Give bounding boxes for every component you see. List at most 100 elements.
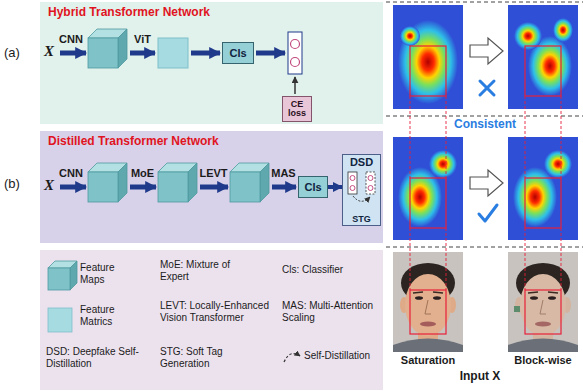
output-vector (291, 40, 300, 49)
separator-line (386, 247, 583, 248)
label-slot: Saturation (393, 354, 463, 367)
dashed-guide (525, 96, 526, 178)
label-slot: CNN (56, 33, 86, 46)
label-slot: MoE (127, 167, 158, 180)
face-photo (508, 339, 578, 353)
stage-name: LEVT (197, 167, 230, 180)
face-photo (530, 296, 538, 300)
feature-map-cube (118, 163, 127, 202)
dashed-guide (446, 96, 447, 178)
soft-tag-vectors (348, 172, 357, 194)
heatmap (508, 137, 578, 240)
panel-title: Distilled Transformer Network (48, 135, 219, 149)
classifier-box: Cls (298, 176, 328, 198)
panel-title: Hybrid Transformer Network (48, 6, 210, 20)
cross-mark (480, 81, 494, 95)
loss-arrow (295, 77, 296, 94)
feature-map-cube (230, 172, 260, 202)
region-box (410, 178, 446, 228)
legend-icon (48, 268, 70, 290)
heatmap (393, 5, 463, 109)
label-slot: MAS (269, 167, 298, 180)
soft-tag-vectors (350, 176, 355, 181)
cross-mark (480, 81, 494, 95)
heatmap (513, 167, 557, 227)
label-slot: X (44, 177, 54, 194)
output-vector (291, 58, 300, 67)
dashed-guide (410, 96, 561, 290)
network-panel: ClsDSDSTGDistilled Transformer Network (40, 131, 383, 243)
box-sublabel: STG (352, 214, 371, 224)
box-label: Cls (304, 181, 321, 194)
box-label: CE loss (283, 100, 311, 119)
output-vector (288, 32, 302, 74)
region-box (525, 178, 561, 228)
panel-letter: (b) (4, 177, 20, 192)
soft-tag-vectors (353, 196, 370, 201)
separator-line (386, 116, 583, 117)
feature-map-cube (88, 38, 118, 68)
face-photo (393, 252, 463, 352)
face-photo (548, 296, 556, 300)
stage-name: CNN (56, 33, 86, 46)
flow-arrow (60, 51, 86, 56)
heatmap (393, 137, 463, 240)
face-photo (420, 322, 436, 327)
abbreviation-note: MAS: Multi-Attention Scaling (282, 300, 380, 323)
flow-arrow (200, 185, 228, 190)
input-symbol: X (44, 177, 54, 194)
legend-icon (48, 308, 72, 332)
flow-arrow (272, 185, 296, 190)
label-slot: Block-wise (508, 354, 578, 367)
label-slot: STG: Soft Tag Generation (160, 346, 256, 369)
region-box (410, 46, 561, 334)
stage-name: MoE (127, 167, 158, 180)
legend-icon (284, 354, 300, 362)
heatmap (553, 18, 573, 42)
loss-box: CE loss (282, 96, 312, 122)
feature-map-cube (88, 163, 269, 202)
abbreviation-note: MoE: Mixture of Expert (160, 259, 234, 282)
input-symbol: X (44, 43, 54, 60)
panel-background (40, 2, 383, 390)
soft-tag-vectors (368, 176, 373, 181)
dashed-guide (561, 228, 562, 290)
consistency-label: Consistent (450, 118, 520, 132)
feature-matrix (158, 38, 188, 68)
dashed-guide (561, 96, 562, 178)
face-photo (514, 306, 520, 312)
face-photo (520, 274, 566, 336)
heatmap (544, 150, 572, 178)
legend-entry: Feature Maps (80, 262, 126, 285)
transition-arrow (470, 170, 503, 196)
cross-mark (480, 81, 494, 95)
legend-text: Self-Distillation (304, 350, 370, 362)
flow-arrow (130, 51, 155, 56)
stage-name: MAS (269, 167, 298, 180)
image-caption: Block-wise (508, 354, 578, 367)
region-box (410, 46, 446, 96)
image-caption: Saturation (393, 354, 463, 367)
label-slot: Cls: Classifier (282, 264, 378, 276)
separator-line (386, 2, 583, 247)
abbreviation-note: DSD: Deepfake Self-Distillation (46, 346, 154, 369)
label-slot: X (44, 43, 54, 60)
heatmap (398, 20, 458, 104)
feature-map-cube (118, 29, 127, 68)
legend-text: Feature Matrics (80, 304, 126, 327)
panel-letter: (a) (4, 46, 20, 61)
face-photo (508, 252, 578, 352)
feature-matrix (158, 38, 188, 68)
face-photo (415, 296, 423, 300)
label-slot: Input X (445, 370, 515, 384)
face-photo (393, 339, 463, 353)
box-label: Cls (229, 47, 246, 60)
flow-arrow (256, 51, 285, 56)
legend-icon (48, 261, 77, 332)
face-photo (535, 322, 551, 327)
face-photo (508, 252, 578, 352)
panel-background (40, 131, 383, 243)
